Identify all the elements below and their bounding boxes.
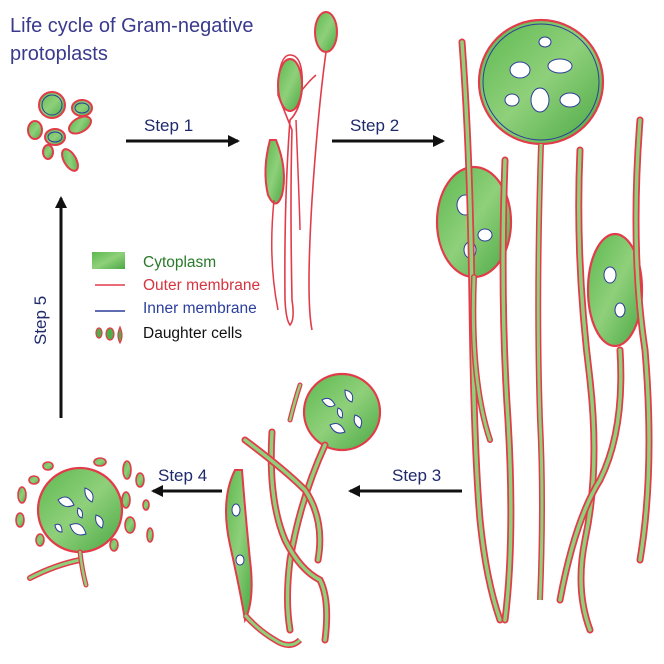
stage-step1-cells (264, 11, 338, 331)
stage-step3-cells (225, 372, 382, 648)
legend-daughter-icon (95, 325, 123, 345)
stage-step2-cells (435, 18, 653, 634)
step-3-label: Step 3 (392, 466, 441, 485)
legend-cytoplasm-swatch (92, 252, 125, 269)
step-4-label: Step 4 (158, 466, 207, 485)
step-4-arrow: Step 4 (151, 466, 222, 497)
step-5-label: Step 5 (31, 296, 50, 345)
legend-cytoplasm-label: Cytoplasm (143, 254, 216, 271)
step-1-arrow: Step 1 (126, 116, 240, 147)
step-3-arrow: Step 3 (348, 466, 462, 497)
legend-inner-label: Inner membrane (143, 300, 257, 317)
step-1-label: Step 1 (144, 116, 193, 135)
title-line-1: Life cycle of Gram-negative (10, 15, 253, 37)
legend-daughter-label: Daughter cells (143, 325, 242, 342)
step-2-label: Step 2 (350, 116, 399, 135)
stage-step4-cells (15, 457, 154, 588)
step-2-arrow: Step 2 (332, 116, 445, 147)
step-5-arrow: Step 5 (31, 196, 67, 418)
legend: Cytoplasm Outer membrane Inner membrane … (92, 252, 260, 345)
title-line-2: protoplasts (10, 43, 108, 65)
legend-outer-label: Outer membrane (143, 277, 260, 294)
stage-initial-protoplasts (27, 91, 93, 172)
